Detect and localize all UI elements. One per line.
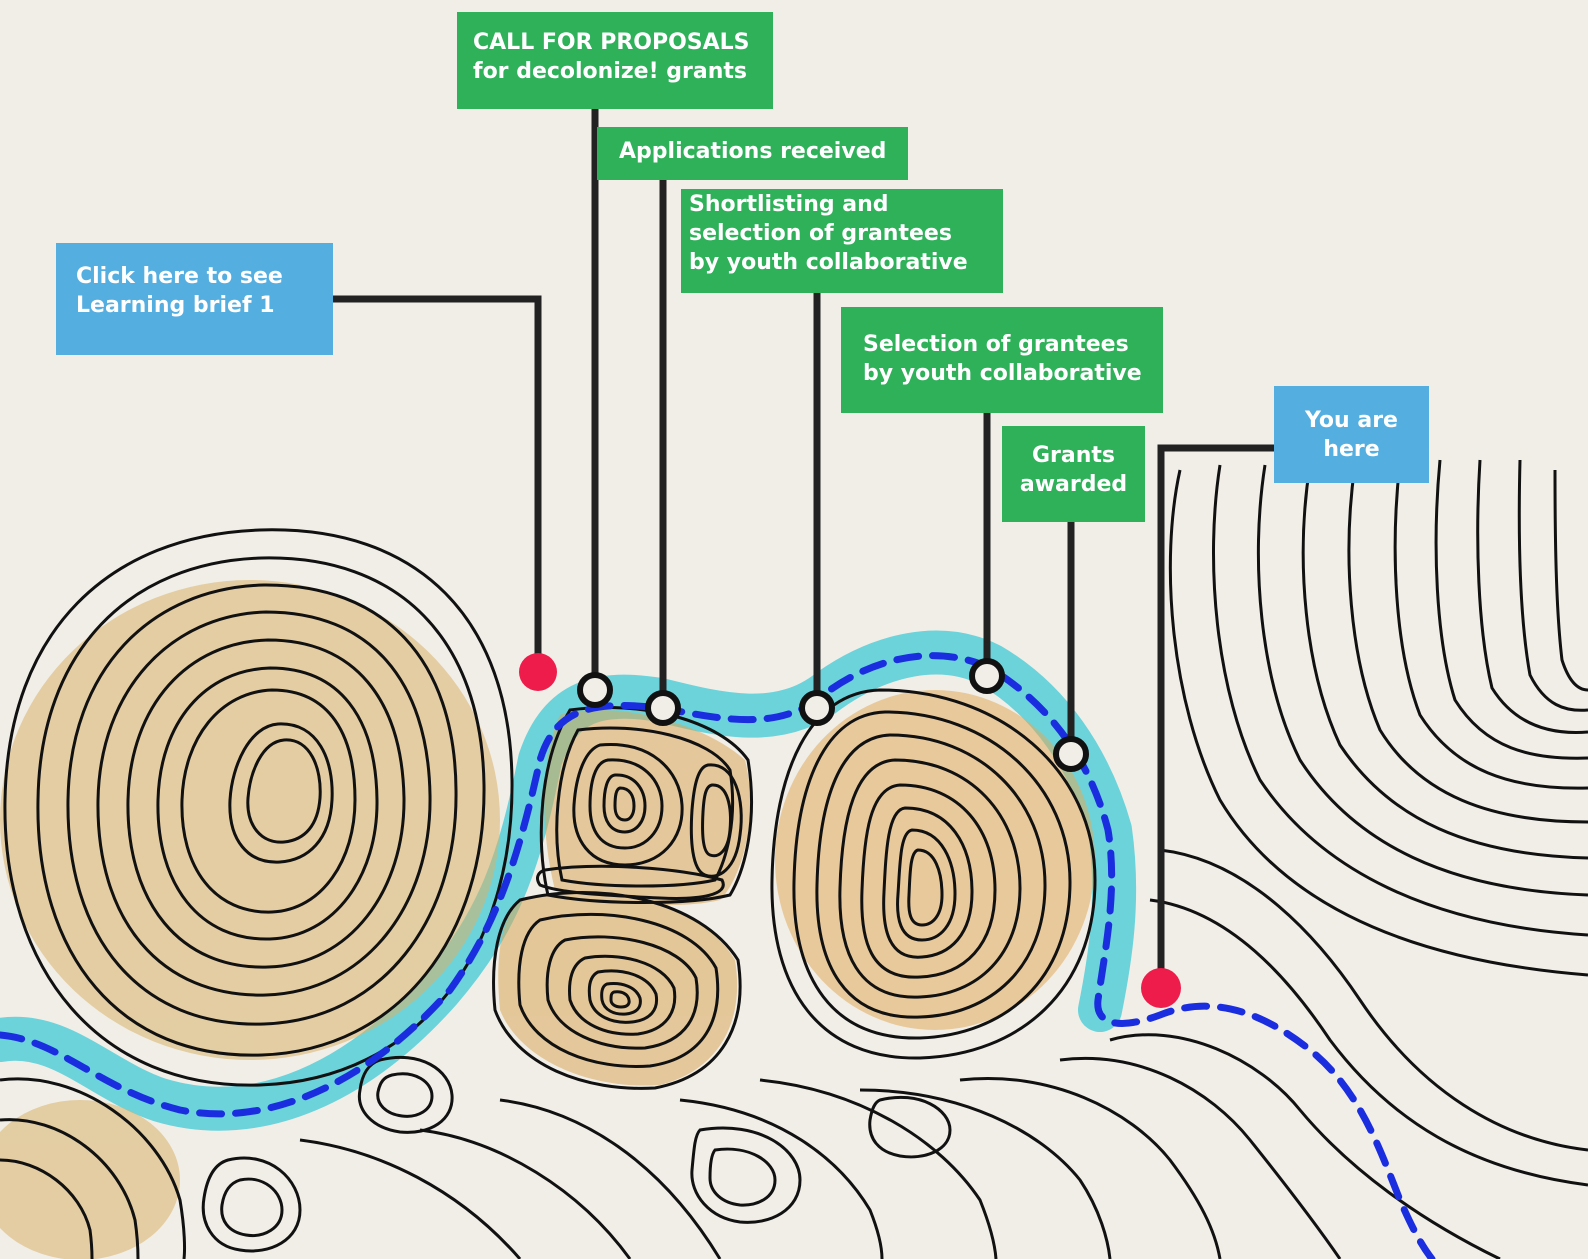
shortlisting-label: Shortlisting and selection of grantees b… — [681, 189, 1003, 293]
ring-marker-icon — [648, 693, 678, 723]
call-for-proposals-label: CALL FOR PROPOSALS for decolonize! grant… — [457, 12, 773, 109]
red-dot-marker-icon — [519, 653, 557, 691]
red-dot-marker-icon — [1141, 968, 1181, 1008]
grants-awarded-label: Grants awarded — [1002, 426, 1145, 522]
ring-marker-icon — [972, 661, 1002, 691]
applications-received-label: Applications received — [597, 127, 908, 180]
you-are-here-label: You are here — [1274, 386, 1429, 483]
ring-marker-icon — [1056, 739, 1086, 769]
ring-marker-icon — [802, 693, 832, 723]
learning-brief-link[interactable]: Click here to see Learning brief 1 — [56, 243, 333, 355]
selection-of-grantees-label: Selection of grantees by youth collabora… — [841, 307, 1163, 413]
ring-marker-icon — [580, 675, 610, 705]
